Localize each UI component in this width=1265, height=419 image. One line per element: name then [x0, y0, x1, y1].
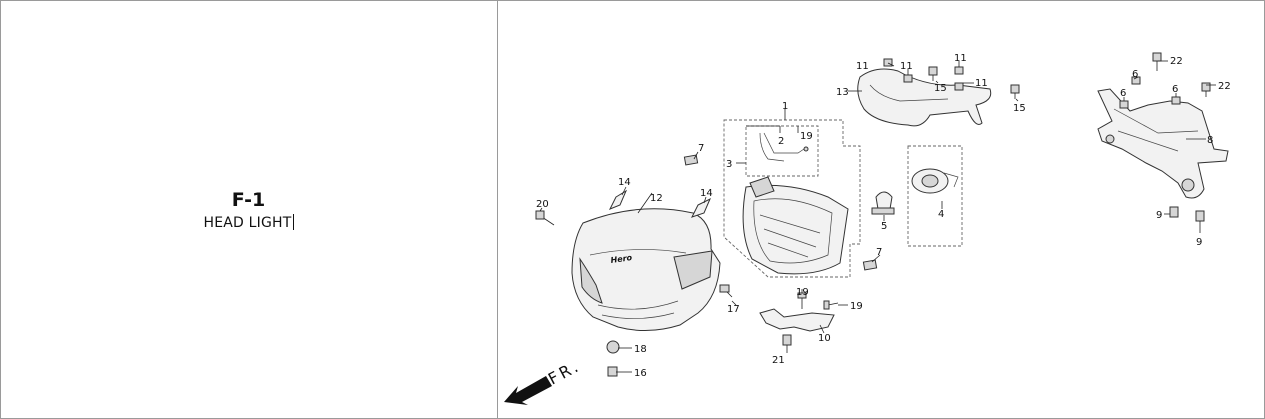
leader-lines — [539, 60, 1216, 373]
callout-6c: 6 — [1172, 84, 1178, 95]
callout-4: 4 — [938, 209, 944, 220]
callout-5: 5 — [881, 221, 887, 232]
callout-9b: 9 — [1196, 237, 1202, 248]
assembly-box-headlamp — [723, 119, 861, 278]
front-arrow-icon — [504, 376, 552, 405]
callout-19c: 19 — [850, 301, 863, 312]
callout-19b: 19 — [796, 287, 809, 298]
figure-title-row: HEAD LIGHT — [0, 214, 497, 231]
lower-bracket — [759, 308, 835, 346]
front-direction-indicator: FR. — [504, 356, 584, 405]
callout-11b: 11 — [900, 61, 913, 72]
callout-18: 18 — [634, 344, 647, 355]
bulb-socket — [911, 168, 959, 194]
callout-11c: 11 — [954, 53, 967, 64]
callout-11d: 11 — [975, 78, 988, 89]
panel-divider — [497, 0, 498, 419]
clip-upper — [683, 154, 699, 166]
clip-lower — [862, 259, 878, 271]
callout-17: 17 — [727, 304, 740, 315]
callout-labels: 1 2 3 4 5 6 6 6 7 7 8 9 9 10 11 11 11 11… — [536, 53, 1231, 379]
headlamp-unit — [742, 176, 849, 275]
callout-2: 2 — [778, 136, 784, 147]
figure-code: F-1 — [231, 189, 266, 211]
callout-6a: 6 — [1132, 69, 1138, 80]
callout-19a: 19 — [800, 131, 813, 142]
mounting-bracket — [1097, 88, 1229, 199]
callout-20: 20 — [536, 199, 549, 210]
callout-7b: 7 — [876, 247, 882, 258]
callout-16: 16 — [634, 368, 647, 379]
assembly-box-socket — [907, 145, 963, 247]
wire-harness — [759, 132, 809, 162]
callout-3: 3 — [726, 159, 732, 170]
sticker-left — [608, 189, 628, 210]
callout-13: 13 — [836, 87, 849, 98]
callout-11a: 11 — [856, 61, 869, 72]
callout-21: 21 — [772, 355, 785, 366]
figure-title: HEAD LIGHT — [203, 215, 292, 231]
front-direction-label: FR. — [545, 356, 584, 389]
callout-14b: 14 — [700, 188, 713, 199]
bulb — [871, 191, 895, 215]
sticker-right — [691, 197, 711, 218]
callout-14a: 14 — [618, 177, 631, 188]
callout-22a: 22 — [1170, 56, 1183, 67]
callout-22b: 22 — [1218, 81, 1231, 92]
fasteners-lower — [535, 210, 839, 377]
callout-6b: 6 — [1120, 88, 1126, 99]
callout-10: 10 — [818, 333, 831, 344]
text-cursor — [292, 214, 294, 230]
callout-8: 8 — [1207, 135, 1213, 146]
upper-cover — [857, 68, 992, 127]
callout-1: 1 — [782, 101, 788, 112]
callout-12: 12 — [650, 193, 663, 204]
callout-15b: 15 — [1013, 103, 1026, 114]
callout-15a: 15 — [934, 83, 947, 94]
exploded-parts-diagram: Hero — [504, 52, 1231, 405]
callout-7a: 7 — [698, 143, 704, 154]
svg-text:Hero: Hero — [610, 253, 633, 265]
headlight-cowl: Hero — [571, 208, 721, 331]
callout-9a: 9 — [1156, 210, 1162, 221]
assembly-box-wire — [745, 125, 819, 177]
figure-info-panel: F-1 HEAD LIGHT — [0, 0, 497, 419]
